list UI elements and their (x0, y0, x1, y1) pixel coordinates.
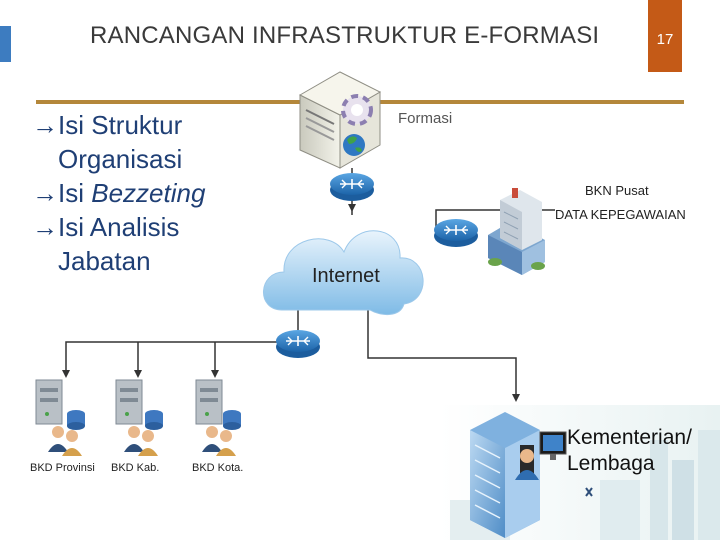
internet-label: Internet (312, 265, 380, 287)
bullet-analisis-text: →Isi Analisis (32, 212, 180, 242)
router-icon-top (330, 173, 374, 201)
router-icon-bkn (434, 219, 478, 247)
slide-title: RANCANGAN INFRASTRUKTUR E-FORMASI (90, 22, 600, 49)
bkd-kota-icon (195, 379, 241, 456)
left-accent-tab (0, 26, 11, 62)
page-number-badge: 17 (648, 0, 682, 72)
bkd-kab-label: BKD Kab. (111, 462, 160, 474)
data-kepegawaian-label: DATA KEPEGAWAIAN (555, 207, 686, 222)
kementerian-label-line2: Lembaga (567, 452, 655, 475)
kementerian-building-icon (470, 412, 593, 538)
bkd-provinsi-label: BKD Provinsi (30, 462, 95, 474)
bkd-kota-label: BKD Kota. (192, 462, 244, 474)
kementerian-label-line1: Kementerian/ (567, 426, 692, 449)
formasi-server-icon (298, 71, 382, 169)
bkd-provinsi-icon (35, 379, 85, 456)
bullet-bezzeting-prefix: →Isi (32, 178, 92, 208)
internet-cloud-icon (263, 230, 424, 315)
bullet-analisis-cont: Jabatan (58, 246, 151, 276)
bullet-bezzeting: →Isi Bezzeting (32, 176, 205, 210)
bullet-analisis: →Isi Analisis (32, 210, 205, 244)
bullet-struktur: →Isi Struktur (32, 108, 205, 142)
bullet-list: →Isi Struktur Organisasi →Isi Bezzeting … (32, 108, 205, 278)
bkn-pusat-building-icon (488, 188, 545, 275)
bkn-pusat-label: BKN Pusat (585, 183, 649, 198)
bullet-struktur-text: →Isi Struktur (32, 110, 183, 140)
bkd-kab-icon (115, 379, 163, 456)
router-icon-bottom (276, 330, 320, 358)
kementerian-label: Kementerian/ Lembaga (567, 425, 692, 477)
bullet-bezzeting-italic: Bezzeting (91, 178, 206, 208)
bullet-struktur-cont: Organisasi (58, 144, 183, 174)
formasi-label: Formasi (398, 110, 453, 127)
